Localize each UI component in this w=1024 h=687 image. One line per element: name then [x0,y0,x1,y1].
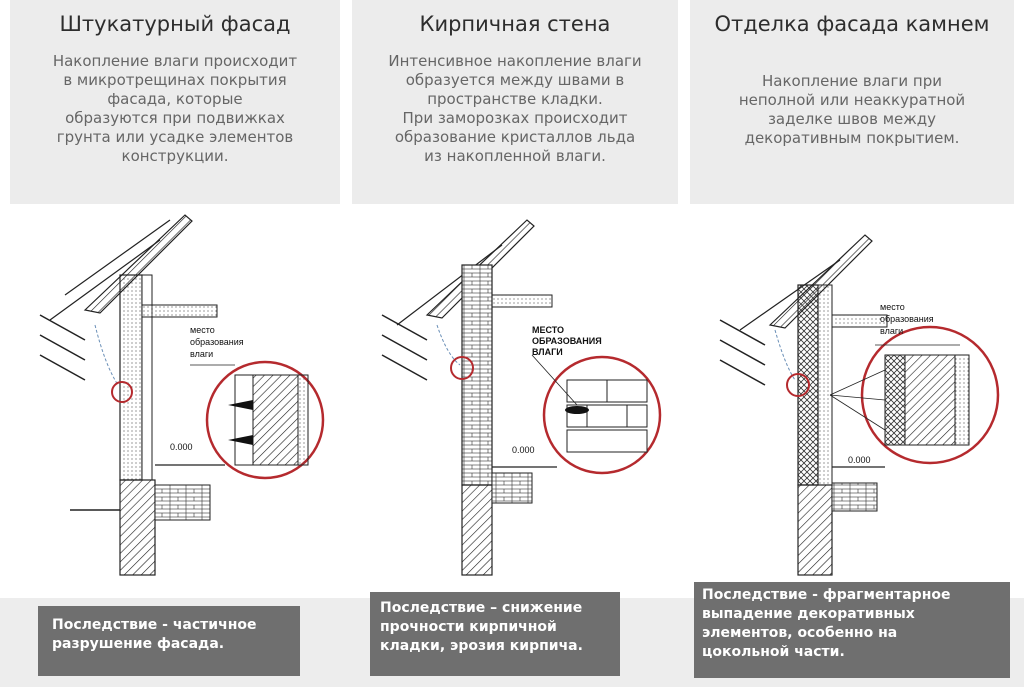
description-line: При заморозках происходит [402,109,628,127]
level-mark: 0.000 [848,455,871,465]
consequence-box-plaster: Последствие - частичное разрушение фасад… [38,606,300,676]
consequence-line: Последствие - частичное [52,617,257,633]
plaster-wall [119,274,143,481]
description-line: фасада, которые [107,90,243,108]
description-line: неполной или неаккуратной [738,91,966,109]
consequence-line: цокольной части. [702,644,845,660]
level-mark: 0.000 [512,445,535,455]
consequence-box-stone: Последствие - фрагментарное выпадение де… [694,582,1010,678]
description-line: из накопленной влаги. [424,147,606,165]
description-line: Накопление влаги происходит [52,52,298,70]
column-description: Накопление влаги при неполной или неакку… [690,52,1014,148]
foundation [461,484,493,576]
stone-facade-section-drawing: 0.000 место образования влаги [719,234,1000,576]
diagram-stone-facade: 0.000 место образования влаги [690,205,1020,585]
column-header-stone: Отделка фасада камнем Накопление влаги п… [690,0,1014,204]
foundation [797,484,833,576]
callout-label-line: влаги [190,349,213,359]
plaster-wall-section-drawing: 0.000 место образования влаги [39,214,325,576]
consequence-line: Последствие - фрагментарное [702,587,951,603]
callout-label-line: место [880,302,905,312]
column-title: Штукатурный фасад [59,12,291,36]
description-line: Накопление влаги при [762,72,942,90]
moisture-spot-marker [111,381,133,403]
column-description: Накопление влаги происходит в микротрещи… [10,52,340,166]
callout-label-line: МЕСТО [532,325,564,335]
callout-label-line: ОБРАЗОВАНИЯ [532,336,602,346]
floor-slab [831,314,888,328]
column-header-brick: Кирпичная стена Интенсивное накопление в… [352,0,678,204]
floor-slab [491,294,553,308]
description-line: грунта или усадке элементов [56,128,294,146]
callout-label-line: влаги [880,326,903,336]
column-description: Интенсивное накопление влаги образуется … [352,52,678,166]
moisture-spot-marker [786,373,810,397]
consequence-line: разрушение фасада. [52,636,225,652]
description-line: декоративным покрытием. [744,129,960,147]
description-line: образуются при подвижках [65,109,285,127]
consequence-line: выпадение декоративных [702,606,915,622]
consequence-line: элементов, особенно на [702,625,898,641]
callout-label-line: ВЛАГИ [532,347,563,357]
diagram-plaster-facade: 0.000 место образования влаги [10,205,340,585]
description-line: образование кристаллов льда [394,128,636,146]
callout-label-line: место [190,325,215,335]
consequence-box-brick: Последствие – снижение прочности кирпичн… [370,592,620,676]
description-line: заделке швов между [767,110,937,128]
column-header-plaster: Штукатурный фасад Накопление влаги проис… [10,0,340,204]
level-mark: 0.000 [170,442,193,452]
consequence-line: прочности кирпичной [380,619,557,635]
diagram-brick-wall: 0.000 МЕСТО ОБРАЗОВАНИЯ ВЛАГИ [352,205,682,585]
description-line: конструкции. [121,147,229,165]
brick-wall-section-drawing: 0.000 МЕСТО ОБРАЗОВАНИЯ ВЛАГИ [381,219,662,576]
callout-label-line: образования [880,314,934,324]
description-line: в микротрещинах покрытия [63,71,287,89]
consequence-line: кладки, эрозия кирпича. [380,638,583,654]
description-line: пространстве кладки. [427,90,603,108]
moisture-spot-marker [450,356,474,380]
foundation [119,479,156,576]
consequence-line: Последствие – снижение [380,600,583,616]
column-title: Отделка фасада камнем [714,12,990,36]
floor-slab [141,304,218,318]
callout-label-line: образования [190,337,244,347]
description-line: Интенсивное накопление влаги [388,52,642,70]
column-title: Кирпичная стена [419,12,611,36]
description-line: образуется между швами в [405,71,625,89]
brick-masonry-wall [461,264,493,486]
